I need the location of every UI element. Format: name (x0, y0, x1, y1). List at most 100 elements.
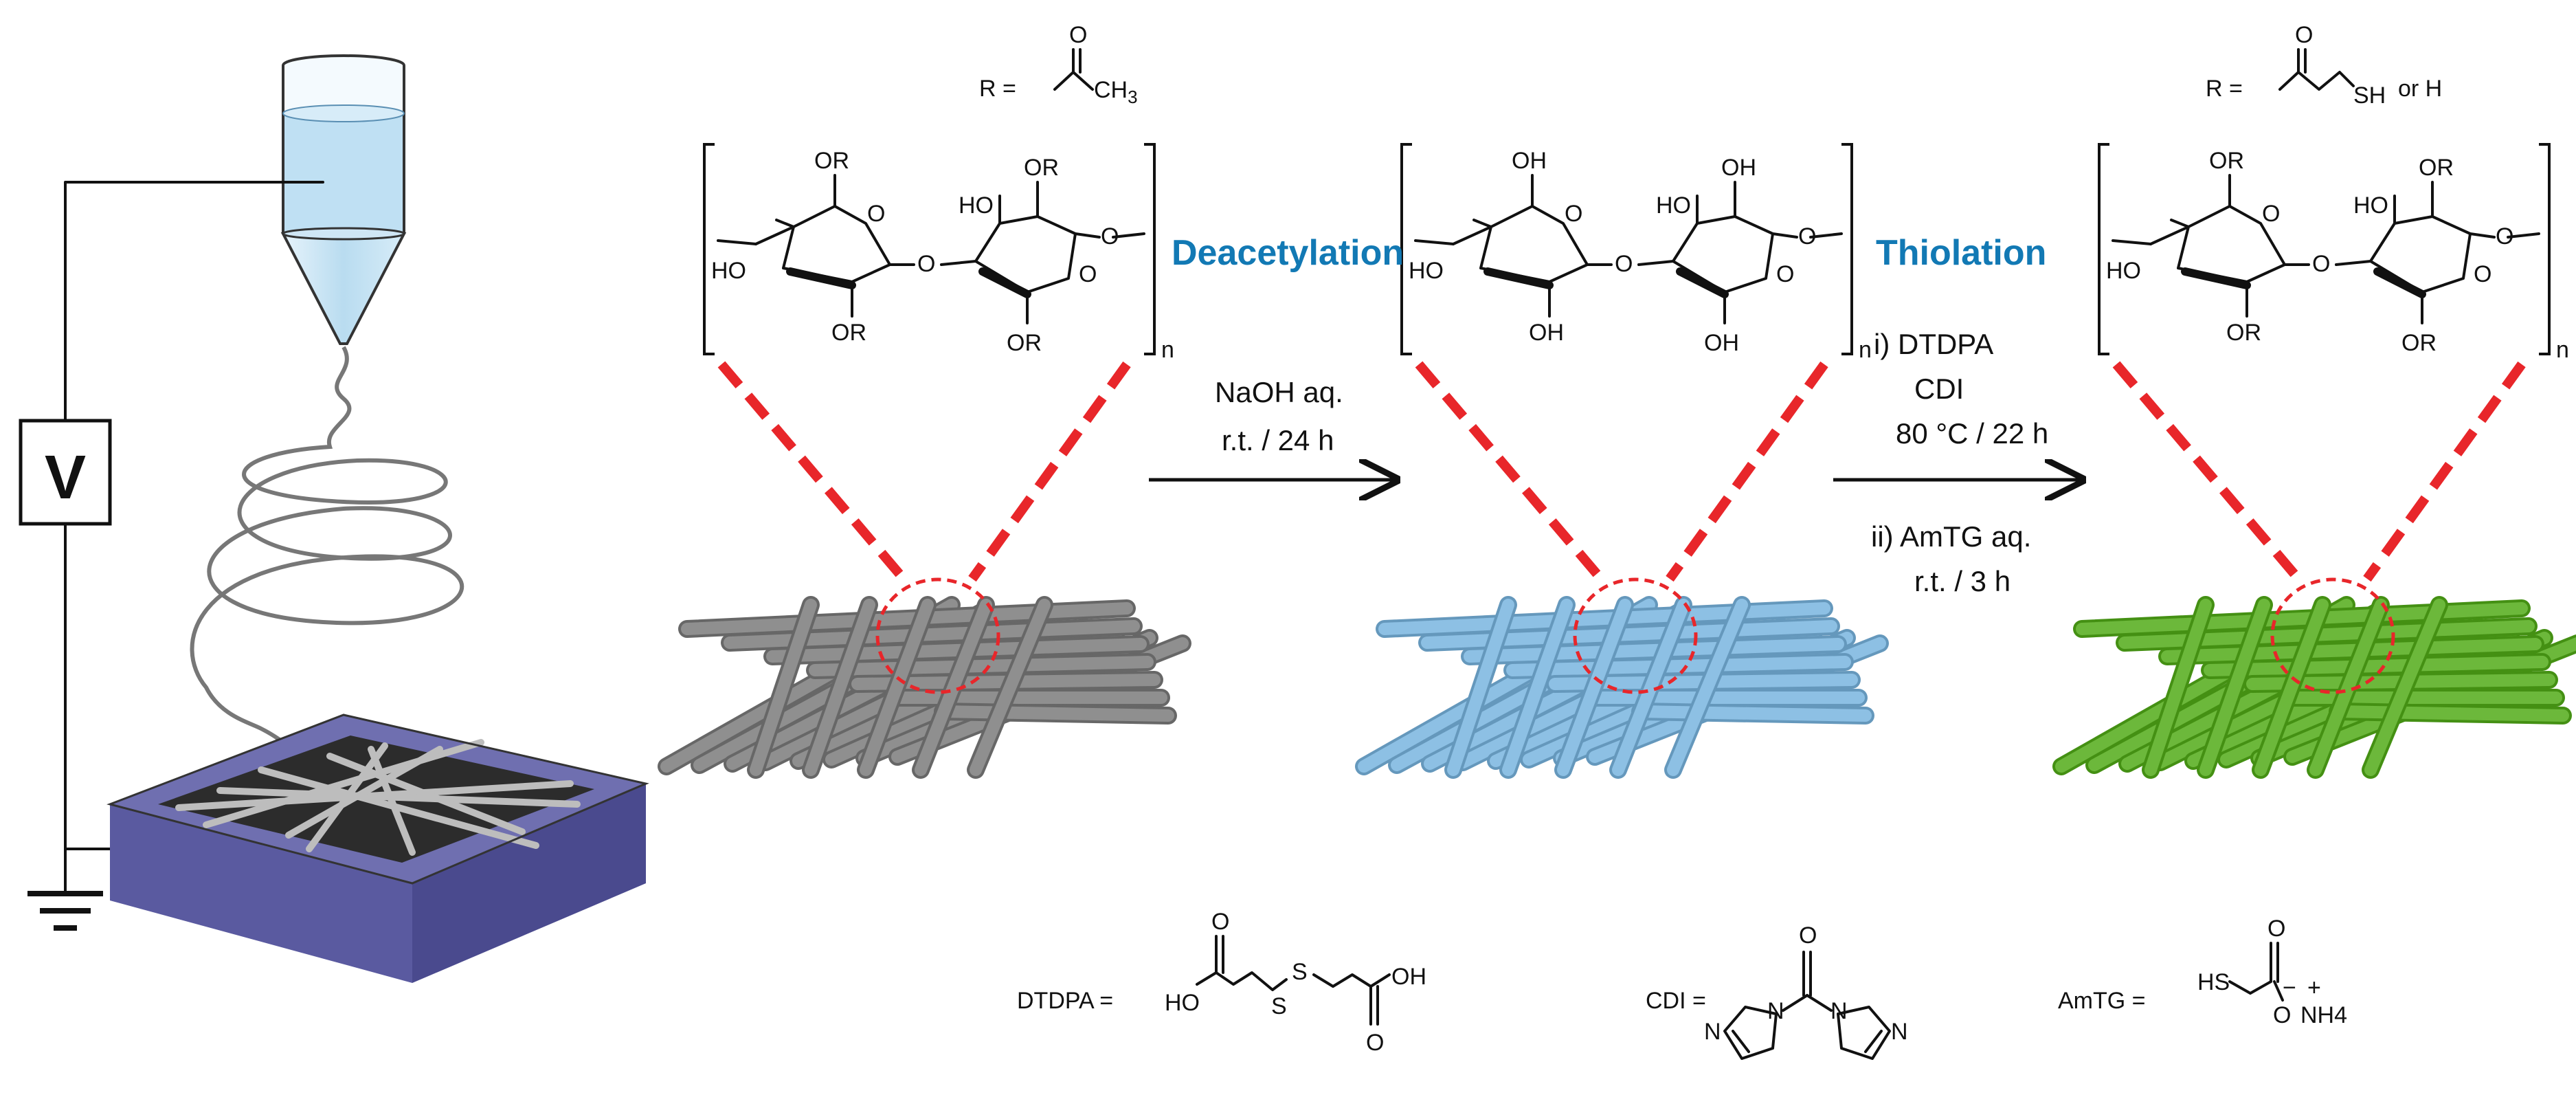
condition-naoh: NaOH aq. (1215, 376, 1343, 408)
bracket-left (1400, 143, 1412, 355)
zoom-line-left (2112, 361, 2303, 582)
cdi-label: CDI = (1646, 988, 1706, 1014)
electrospinning-setup: V (19, 54, 649, 983)
cdi-n3: N (1830, 998, 1848, 1024)
wire-top (64, 181, 324, 422)
r-label-2: R = (2206, 76, 2243, 102)
dtdpa-ho: HO (1165, 990, 1200, 1016)
r-label: R = (979, 76, 1016, 102)
step-thiolation: Thiolation i) DTDPA CDI 80 °C / 22 h ii)… (1833, 233, 2082, 597)
reagent-dtdpa: DTDPA = HO O S S OH O (1017, 909, 1426, 1056)
repeat-n: n (1859, 337, 1872, 363)
fiber-mat-1 (658, 361, 1191, 779)
r-definition-thiol: R = O SH or H (2206, 22, 2442, 109)
cdi-n2: N (1704, 1019, 1721, 1045)
condition-cdi: CDI (1914, 373, 1964, 405)
thiol-label: SH (2353, 82, 2386, 109)
collector-plate (107, 714, 649, 983)
dtdpa-s1: S (1271, 993, 1287, 1019)
substituent-top-right: OR (1024, 155, 1059, 181)
dtdpa-s2: S (1292, 959, 1308, 985)
chain-o: O (1101, 223, 1119, 250)
cdi-n4: N (1891, 1019, 1908, 1045)
fiber-bundle (658, 596, 1191, 779)
chain-o: O (2496, 223, 2513, 250)
bracket-left (703, 143, 715, 355)
carbonyl-o: O (1069, 22, 1087, 48)
dtdpa-label: DTDPA = (1017, 988, 1113, 1014)
ring-o-right: O (1079, 261, 1097, 287)
zoom-line-right (1666, 361, 1828, 582)
or-h-label: or H (2398, 76, 2442, 102)
condition-time-1: r.t. / 24 h (1222, 424, 1334, 456)
step-deacetylation: Deacetylation NaOH aq. r.t. / 24 h (1149, 233, 1404, 480)
polymer-jet (190, 346, 464, 772)
fiber-bundle (2052, 596, 2576, 779)
ring-o-right: O (2474, 261, 2491, 287)
ring-o-left: O (867, 201, 885, 227)
repeat-n: n (2556, 337, 2569, 363)
substituent-top-right: OR (2419, 155, 2454, 181)
substituent-bottom-right: OH (1704, 330, 1739, 356)
step-title-deacetylation: Deacetylation (1172, 233, 1404, 273)
zoom-circle (2270, 577, 2395, 694)
zoom-circle (875, 577, 1000, 694)
bridge-o: O (1615, 251, 1633, 277)
dtdpa-oh: OH (1391, 964, 1426, 990)
ring-o-right: O (1776, 261, 1794, 287)
substituent-top-left: OR (814, 148, 849, 174)
step-title-thiolation: Thiolation (1876, 233, 2046, 273)
fiber-mat-3 (2052, 361, 2576, 779)
reagent-amtg: AmTG = HS O O − + NH4 (2058, 916, 2347, 1028)
substituent-top-right: OH (1721, 155, 1756, 181)
condition-time-2: r.t. / 3 h (1914, 565, 2011, 597)
polymer-structures: nORORORORHOHOOOOOnOHOHOHOHHOHOOOOOnORORO… (703, 143, 2569, 363)
dtdpa-o1: O (1211, 909, 1229, 935)
repeat-n: n (1161, 337, 1174, 363)
bracket-right (1841, 143, 1853, 355)
condition-dtdpa: i) DTDPA (1874, 328, 1993, 360)
amtg-charge-minus: − (2283, 975, 2296, 1001)
bracket-right (2539, 143, 2551, 355)
zoom-line-left (1415, 361, 1605, 582)
bridge-o: O (917, 251, 935, 277)
amtg-nh4: NH4 (2300, 1002, 2347, 1028)
fiber-bundle (1355, 596, 1889, 779)
ho-right: HO (959, 192, 994, 219)
cdi-o: O (1799, 922, 1817, 949)
ho-right: HO (2353, 192, 2388, 219)
ho-left: HO (1409, 258, 1444, 284)
substituent-bottom-left: OR (831, 320, 866, 346)
bracket-right (1144, 143, 1156, 355)
carbonyl-o-2: O (2295, 22, 2313, 48)
substituent-bottom-left: OH (1529, 320, 1564, 346)
zoom-line-left (717, 361, 908, 582)
substituent-bottom-right: OR (2401, 330, 2437, 356)
zoom-line-right (968, 361, 1131, 582)
reagent-cdi: CDI = O N N N N (1646, 922, 1908, 1060)
substituent-bottom-right: OR (1007, 330, 1042, 356)
substituent-bottom-left: OR (2226, 320, 2261, 346)
r-definition-acetyl: R = O CH3 (979, 22, 1138, 107)
ring-o-left: O (1565, 201, 1582, 227)
fiber-mat-2 (1355, 361, 1889, 779)
fiber-mats (658, 361, 2576, 779)
substituent-top-left: OR (2209, 148, 2244, 174)
ho-left: HO (2106, 258, 2141, 284)
syringe-icon (280, 54, 407, 345)
amtg-label: AmTG = (2058, 988, 2146, 1014)
dtdpa-o2: O (1366, 1030, 1384, 1056)
ho-right: HO (1656, 192, 1691, 219)
condition-amtg: ii) AmTG aq. (1871, 520, 2031, 553)
zoom-line-right (2363, 361, 2526, 582)
chain-o: O (1798, 223, 1816, 250)
bridge-o: O (2312, 251, 2330, 277)
ground-icon (27, 891, 103, 931)
voltage-label: V (45, 443, 86, 512)
bracket-left (2098, 143, 2109, 355)
